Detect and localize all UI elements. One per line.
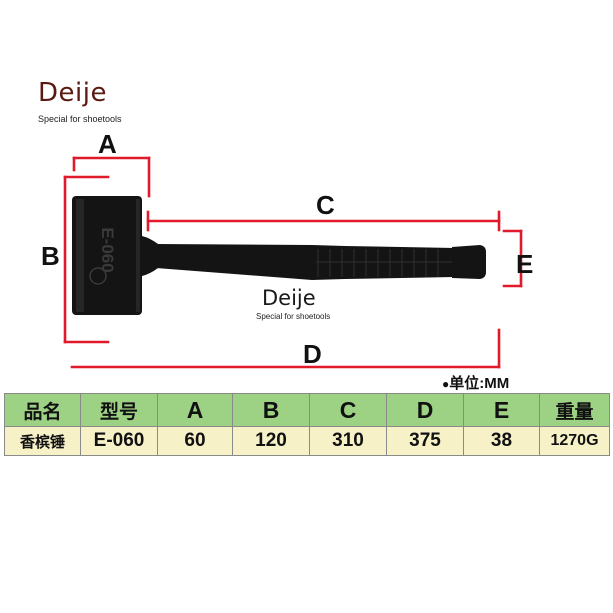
dimension-lines [63, 156, 523, 369]
hammer-end-cap [452, 245, 486, 279]
model-stamp: E-060 [98, 227, 117, 272]
dimension-label-a: A [98, 129, 117, 159]
cell-weight: 1270G [539, 426, 610, 456]
unit-note-text: 单位:MM [449, 375, 510, 392]
header-d: D [386, 393, 464, 427]
brand-logo-top: Deije Special for shoetools [38, 78, 122, 124]
brand-watermark-name: Deije [262, 286, 316, 310]
hammer-handle [156, 244, 455, 280]
dimension-label-e: E [516, 249, 534, 279]
header-model: 型号 [80, 393, 158, 427]
bullet-icon: ● [442, 377, 450, 391]
dimension-label-d: D [303, 339, 322, 369]
header-c: C [309, 393, 387, 427]
dimension-label-c: C [316, 190, 335, 220]
cell-product-name: 香槟锤 [4, 426, 81, 456]
brand-watermark-tagline: Special for shoetools [256, 312, 331, 321]
dimension-label-b: B [41, 241, 60, 271]
cell-a: 60 [157, 426, 233, 456]
cell-model: E-060 [80, 426, 158, 456]
header-e: E [463, 393, 540, 427]
brand-tagline: Special for shoetools [38, 114, 122, 124]
spec-table: 品名 型号 A B C D E 重量 香槟锤 E-060 60 120 310 … [4, 393, 610, 456]
brand-watermark: Deije Special for shoetools [256, 286, 330, 321]
table-row: 香槟锤 E-060 60 120 310 375 38 1270G [4, 426, 610, 456]
hammer-neck [142, 236, 158, 276]
cell-b: 120 [232, 426, 310, 456]
header-b: B [232, 393, 310, 427]
header-weight: 重量 [539, 393, 610, 427]
header-product-name: 品名 [4, 393, 81, 427]
table-header-row: 品名 型号 A B C D E 重量 [4, 393, 610, 427]
cell-c: 310 [309, 426, 387, 456]
header-a: A [157, 393, 233, 427]
cell-d: 375 [386, 426, 464, 456]
unit-note: ●单位:MM [442, 372, 509, 393]
hammer-head [72, 196, 142, 315]
brand-name: Deije [38, 78, 107, 108]
grip-texture [316, 249, 452, 277]
cell-e: 38 [463, 426, 540, 456]
